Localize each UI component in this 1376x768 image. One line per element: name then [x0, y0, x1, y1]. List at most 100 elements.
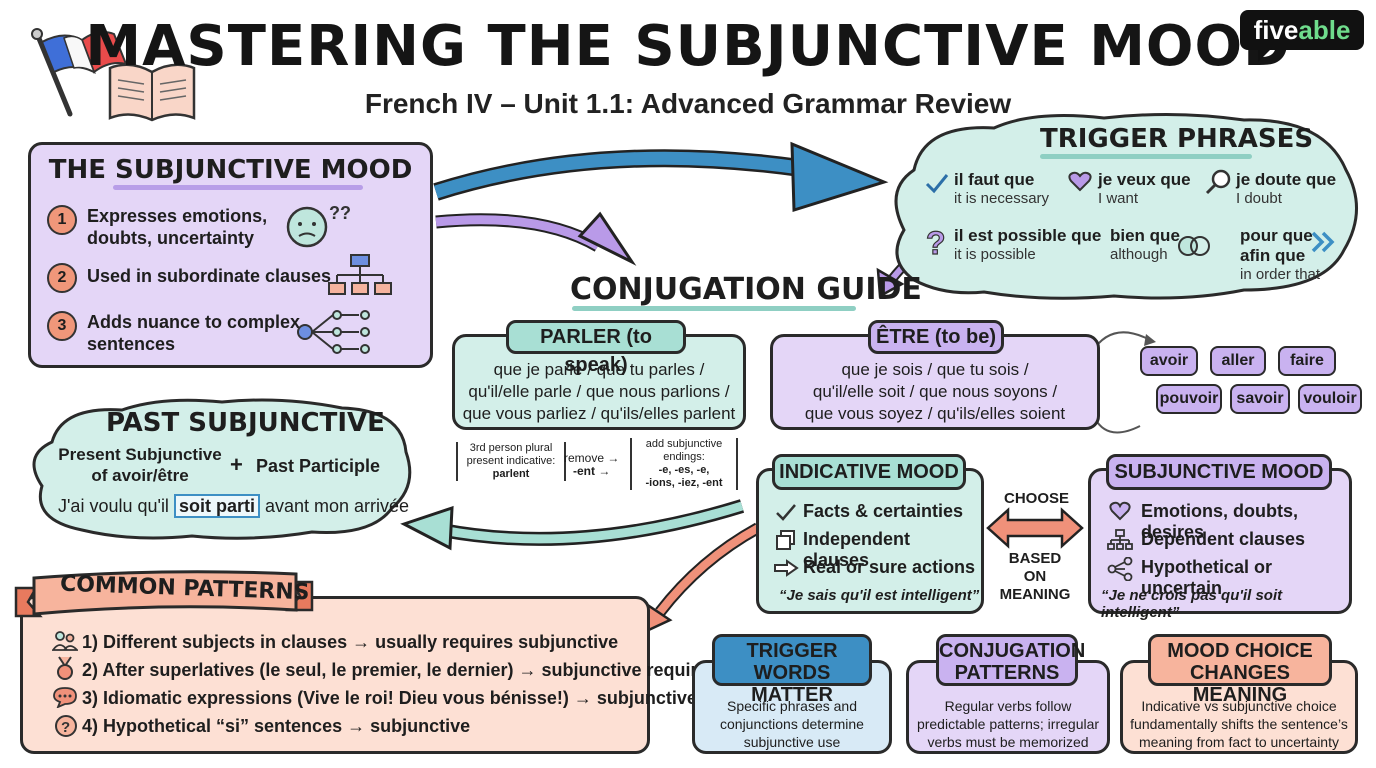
medal-icon [57, 656, 73, 680]
question-circle-icon: ? [55, 715, 77, 737]
point-1-line2: doubts, uncertainty [87, 228, 255, 248]
summary-card-3-body-line1: Indicative vs subjunctive choice [1141, 698, 1337, 714]
summary-card-1-body-line3: subjunctive use [743, 734, 841, 750]
hierarchy-icon [328, 254, 392, 295]
past-subjunctive-example: J'ai voulu qu'il soit parti avant mon ar… [58, 494, 409, 518]
conj-step-1-line1: 3rd person plural [469, 442, 553, 454]
conj-step-1-line2: present indicative: [466, 455, 556, 467]
right-arrow-icon [774, 559, 799, 577]
trigger-je-doute-que-meaning: I doubt [1236, 190, 1282, 207]
summary-card-1-body-line2: conjunctions determine [720, 716, 864, 732]
trigger-il-est-possible-que: il est possible que [954, 226, 1102, 245]
conj-step-2-line1: remove [564, 451, 605, 465]
logo-text-able: able [1298, 15, 1351, 45]
past-subjunctive-cloud-shape [32, 398, 412, 540]
parler-label: PARLER (to speak) [506, 320, 686, 376]
summary-card-3-title-line1: MOOD CHOICE [1167, 640, 1313, 662]
page-title: MASTERING THE SUBJUNCTIVE MOOD [85, 14, 1291, 79]
overlapping-circles-icon [1178, 236, 1210, 256]
subjunctive-row-1: Emotions, doubts, desires [1141, 501, 1298, 542]
choose-label: CHOOSE [1004, 490, 1070, 507]
summary-card-3-body-line2: fundamentally shifts the sentence’s [1130, 716, 1348, 732]
pattern-row-2: 2) After superlatives (le seul, le premi… [82, 660, 719, 680]
conj-step-2-line2: -ent [573, 464, 595, 478]
svg-text:?: ? [61, 719, 70, 736]
share-nodes-icon [1107, 557, 1133, 581]
past-subj-part1-line1: Present Subjunctive [58, 445, 222, 464]
summary-card-2-body-line1: Regular verbs follow [944, 698, 1072, 714]
trigger-je-doute-que: je doute que [1236, 170, 1337, 189]
summary-card-3-title-line2: CHANGES MEANING [1189, 662, 1290, 706]
point-1-line1: Expresses emotions, [87, 206, 268, 226]
conj-step-3-line2: endings: [663, 451, 705, 463]
check-icon [776, 504, 796, 521]
indicative-row-2: Independent clauses [803, 529, 910, 570]
summary-card-3-body-line3: meaning from fact to uncertainty [1139, 734, 1339, 750]
subjunctive-mood-card: THE SUBJUNCTIVE MOOD 1 Expresses emotion… [28, 142, 433, 368]
etre-line3: que vous soyez / qu'ils/elles soient [804, 404, 1066, 423]
trigger-bien-que-meaning: although [1110, 246, 1168, 263]
trigger-il-est-possible-que-meaning: it is possible [954, 246, 1036, 263]
indicative-row-1: Facts & certainties [803, 501, 964, 521]
trigger-je-veux-que-meaning: I want [1098, 190, 1139, 207]
question-mark-icon: ? [925, 224, 946, 260]
subjunctive-mood-box-title: SUBJUNCTIVE MOOD [1106, 454, 1332, 490]
point-number-1: 1 [47, 205, 77, 235]
trigger-afin-que: afin que [1240, 246, 1306, 265]
subjunctive-row-3: Hypothetical or uncertain [1141, 557, 1273, 598]
trigger-pour-que: pour que [1240, 226, 1313, 245]
indicative-mood-box: Facts & certainties Independent clauses … [756, 468, 984, 614]
magnifier-icon [1205, 169, 1231, 195]
org-chart-icon [1107, 529, 1133, 550]
pattern-row-3: 3) Idiomatic expressions (Vive le roi! D… [82, 688, 697, 708]
subjunctive-mood-title: THE SUBJUNCTIVE MOOD [48, 155, 413, 185]
summary-card-2-body-line3: verbs must be memorized [927, 734, 1089, 750]
subjunctive-mood-box: Emotions, doubts, desires Dependent clau… [1088, 468, 1352, 621]
trigger-je-veux-que: je veux que [1098, 170, 1191, 189]
heart-icon [1068, 171, 1092, 192]
banner-ribbon-shape [14, 570, 314, 618]
point-2-text: Used in subordinate clauses [87, 266, 332, 286]
point-3-line1: Adds nuance to complex [87, 312, 301, 332]
meaning-label: MEANING [999, 586, 1071, 603]
etre-line2: qu'il/elle soit / que nous soyons / [812, 382, 1058, 401]
confused-face-icon: ?? [286, 203, 351, 248]
network-icon [297, 310, 370, 354]
based-on-label: BASED ON [1008, 550, 1062, 585]
etre-label: ÊTRE (to be) [868, 320, 1004, 354]
subjunctive-example: “Je ne crois pas qu'il soit intelligent” [1101, 587, 1283, 621]
double-chevron-icon [1311, 231, 1335, 253]
summary-card-2-title-line1: CONJUGATION [939, 640, 1086, 662]
conjugation-guide-title: CONJUGATION GUIDE [570, 272, 922, 307]
summary-card-1-title-line2: MATTER [751, 684, 833, 706]
page-subtitle: French IV – Unit 1.1: Advanced Grammar R… [364, 88, 1012, 119]
conjugation-title-underline [572, 306, 856, 311]
title-underline [113, 185, 363, 190]
plus-sign: + [230, 452, 243, 477]
irregular-avoir: avoir [1140, 346, 1198, 376]
example-highlight: soit parti [173, 494, 260, 518]
conj-step-3-line1: add subjunctive [645, 438, 723, 450]
conj-step-3-line3: -e, -es, -e, [658, 464, 710, 476]
people-icon [52, 631, 78, 651]
trigger-bien-que: bien que [1110, 226, 1180, 245]
parler-line3: que vous parliez / qu'ils/elles parlent [462, 404, 736, 423]
trigger-title-underline [1040, 154, 1252, 159]
heart-outline-icon [1109, 501, 1131, 521]
checkmark-icon [925, 174, 949, 194]
fiveable-logo: fiveable [1240, 10, 1364, 62]
conj-step-3-line4: -ions, -iez, -ent [645, 477, 723, 489]
trigger-cloud-shape [894, 112, 1358, 300]
irregular-savoir: savoir [1230, 384, 1290, 414]
indicative-row-3: Real or sure actions [803, 557, 976, 577]
summary-card-2-body-line2: predictable patterns; irregular [916, 716, 1100, 732]
irregular-aller: aller [1210, 346, 1266, 376]
svg-text:?: ? [926, 225, 946, 260]
